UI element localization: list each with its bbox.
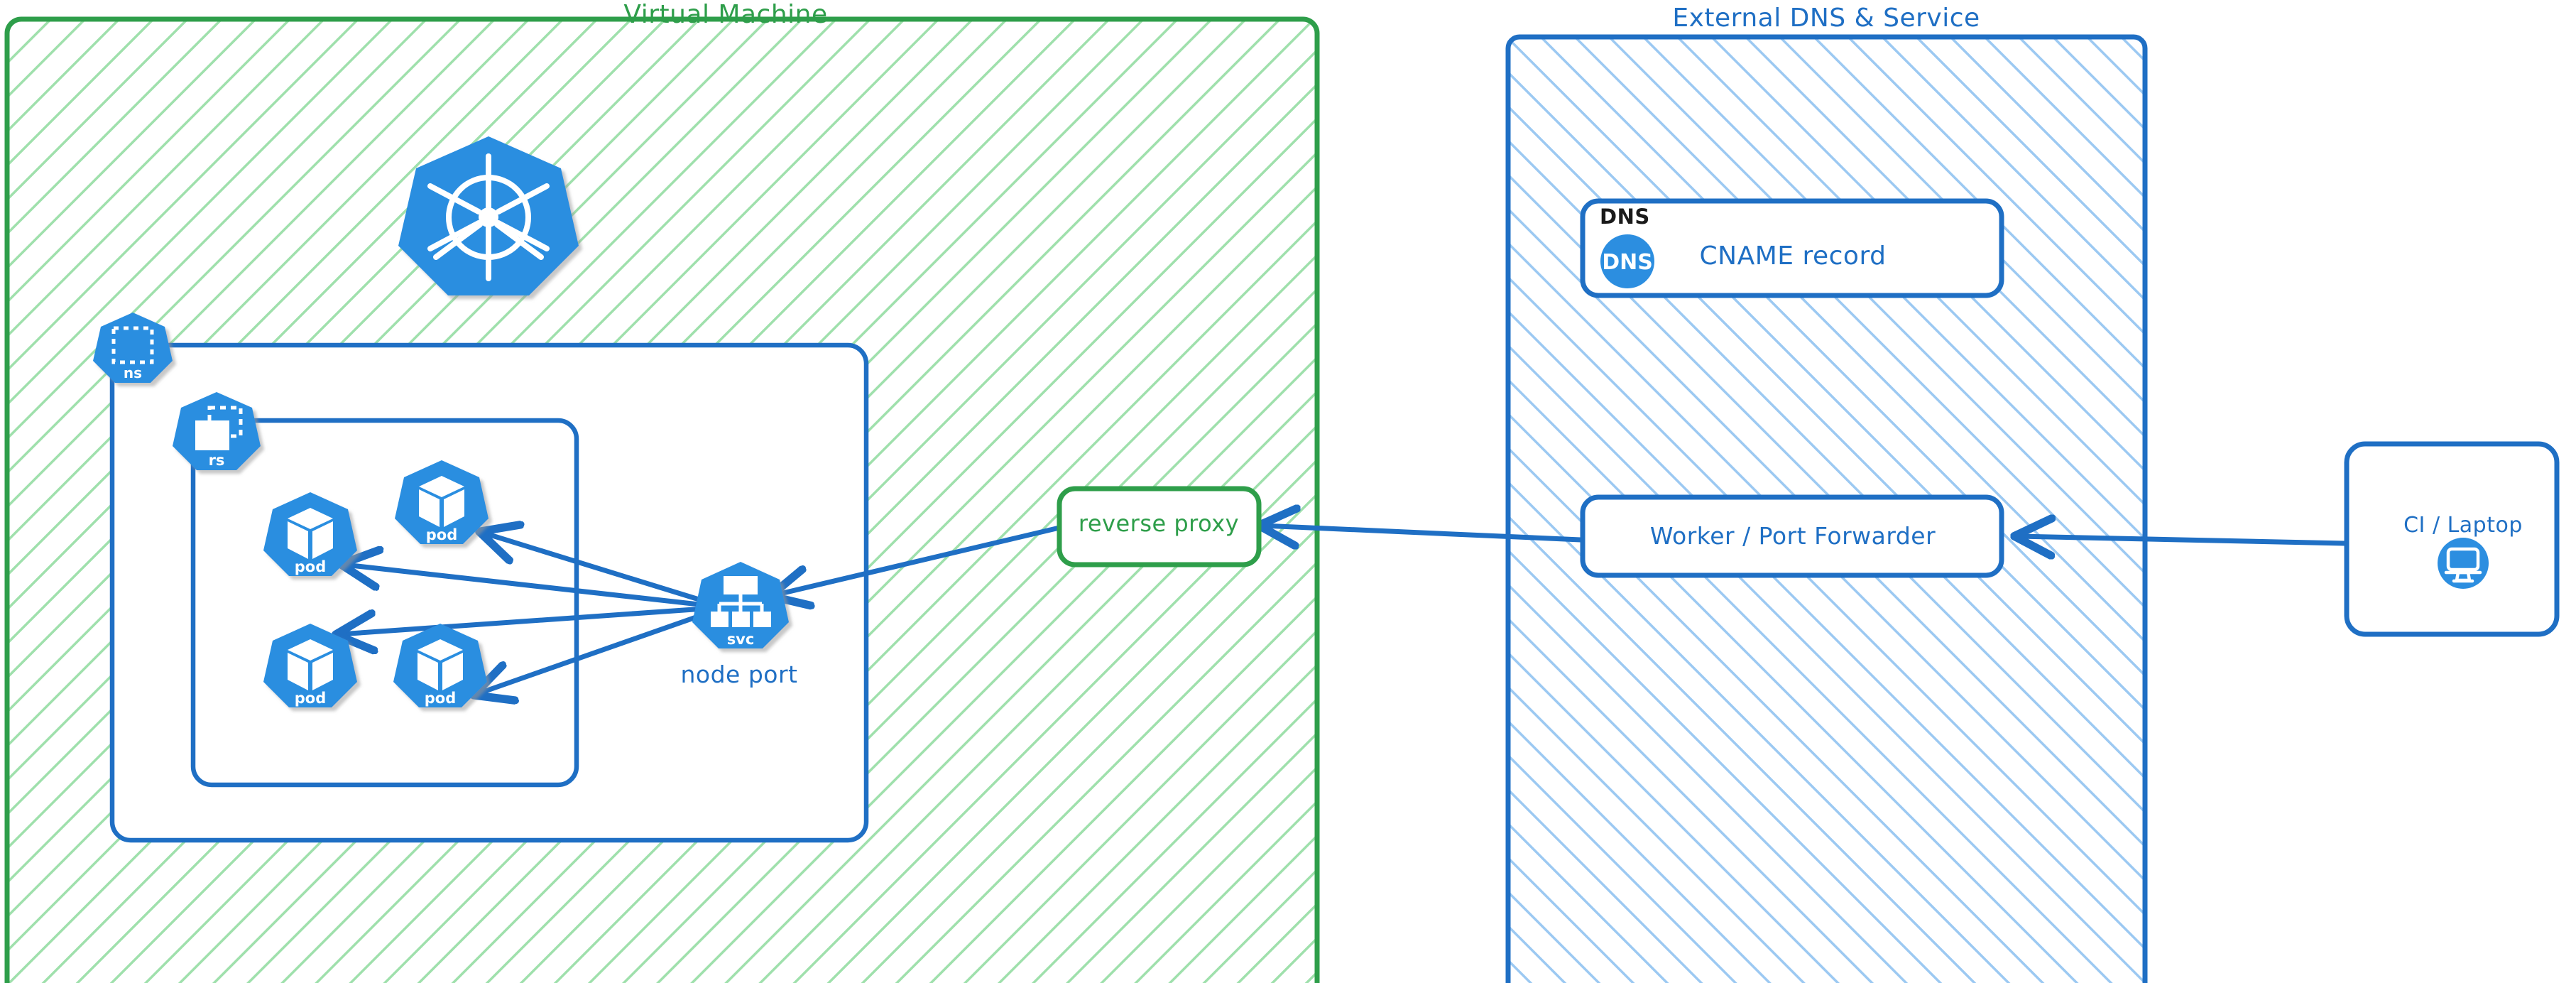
ns-badge-label: ns: [124, 364, 142, 381]
ci-laptop-box[interactable]: [2344, 441, 2560, 637]
pod-heptagon: [395, 460, 489, 544]
worker-card-box[interactable]: [1580, 494, 2004, 578]
cube-icon: [419, 476, 464, 527]
reverse-proxy-node[interactable]: [1057, 486, 1262, 567]
svc-label: svc: [727, 631, 755, 648]
ci-laptop-card[interactable]: [2344, 441, 2560, 637]
dns-card[interactable]: DNS: [1580, 198, 2004, 298]
monitor-icon: [2438, 538, 2489, 589]
reverse-proxy-label: reverse proxy: [1078, 510, 1240, 537]
dns-circle-icon: [1600, 234, 1654, 288]
ci-laptop-label: CI / Laptop: [2403, 513, 2523, 538]
pod-heptagon: [393, 624, 487, 707]
pod-label: pod: [295, 690, 327, 707]
cube-icon: [417, 639, 463, 690]
edges-service-to-pods: [339, 533, 727, 694]
pod-node-1: pod: [263, 492, 357, 576]
edge-worker-to-reverse-proxy: [1262, 526, 1583, 540]
edge-svc-to-pod-3: [339, 604, 727, 634]
worker-card-label: Worker / Port Forwarder: [1649, 522, 1936, 550]
edge-line-client-worker: [2018, 536, 2347, 543]
dns-card-box[interactable]: [1580, 198, 2004, 298]
edge-svc-to-pod-4: [477, 604, 727, 694]
hierarchy-icon: [711, 576, 771, 627]
dns-card-corner-label: DNS: [1600, 205, 1650, 229]
helm-wheel-icon: [427, 153, 550, 281]
reverse-proxy-box[interactable]: [1057, 486, 1262, 567]
cname-record-title: CNAME record: [1699, 241, 1887, 271]
pod-label: pod: [425, 690, 457, 707]
dashed-square-icon: [111, 326, 154, 364]
cube-icon: [288, 508, 333, 559]
worker-card[interactable]: [1580, 494, 2004, 578]
pod-node-4: pod: [393, 624, 487, 707]
pod-heptagon: [263, 492, 357, 576]
pod-node-3: pod: [263, 624, 357, 707]
edge-svc-to-pod-2: [483, 533, 727, 610]
pod-heptagon: [263, 624, 357, 707]
edge-line-worker-proxy: [1262, 526, 1583, 540]
edge-reverse-proxy-to-service: [774, 525, 1062, 595]
pod-node-2: pod: [395, 460, 489, 544]
panel-title-virtual-machine: Virtual Machine: [623, 0, 828, 29]
dns-icon-label: DNS: [1602, 250, 1653, 275]
service-node: svc: [692, 562, 789, 648]
replicaset-badge: rs: [173, 392, 261, 470]
node-port-caption: node port: [680, 661, 798, 688]
panel-title-external-dns-service: External DNS & Service: [1672, 4, 1980, 33]
edge-line-proxy-svc: [774, 525, 1062, 595]
kubernetes-logo: [398, 136, 579, 295]
cube-icon: [288, 639, 333, 690]
stacked-boxes-icon: [195, 406, 243, 450]
namespace-badge: ns: [93, 313, 173, 383]
rs-badge-label: rs: [209, 452, 225, 469]
edge-svc-to-pod-1: [344, 565, 727, 610]
replicaset-container: [190, 418, 579, 788]
pod-label: pod: [426, 526, 458, 543]
pod-label: pod: [295, 558, 327, 575]
edge-client-to-worker: [2018, 536, 2347, 543]
replicaset-box: [190, 418, 579, 788]
